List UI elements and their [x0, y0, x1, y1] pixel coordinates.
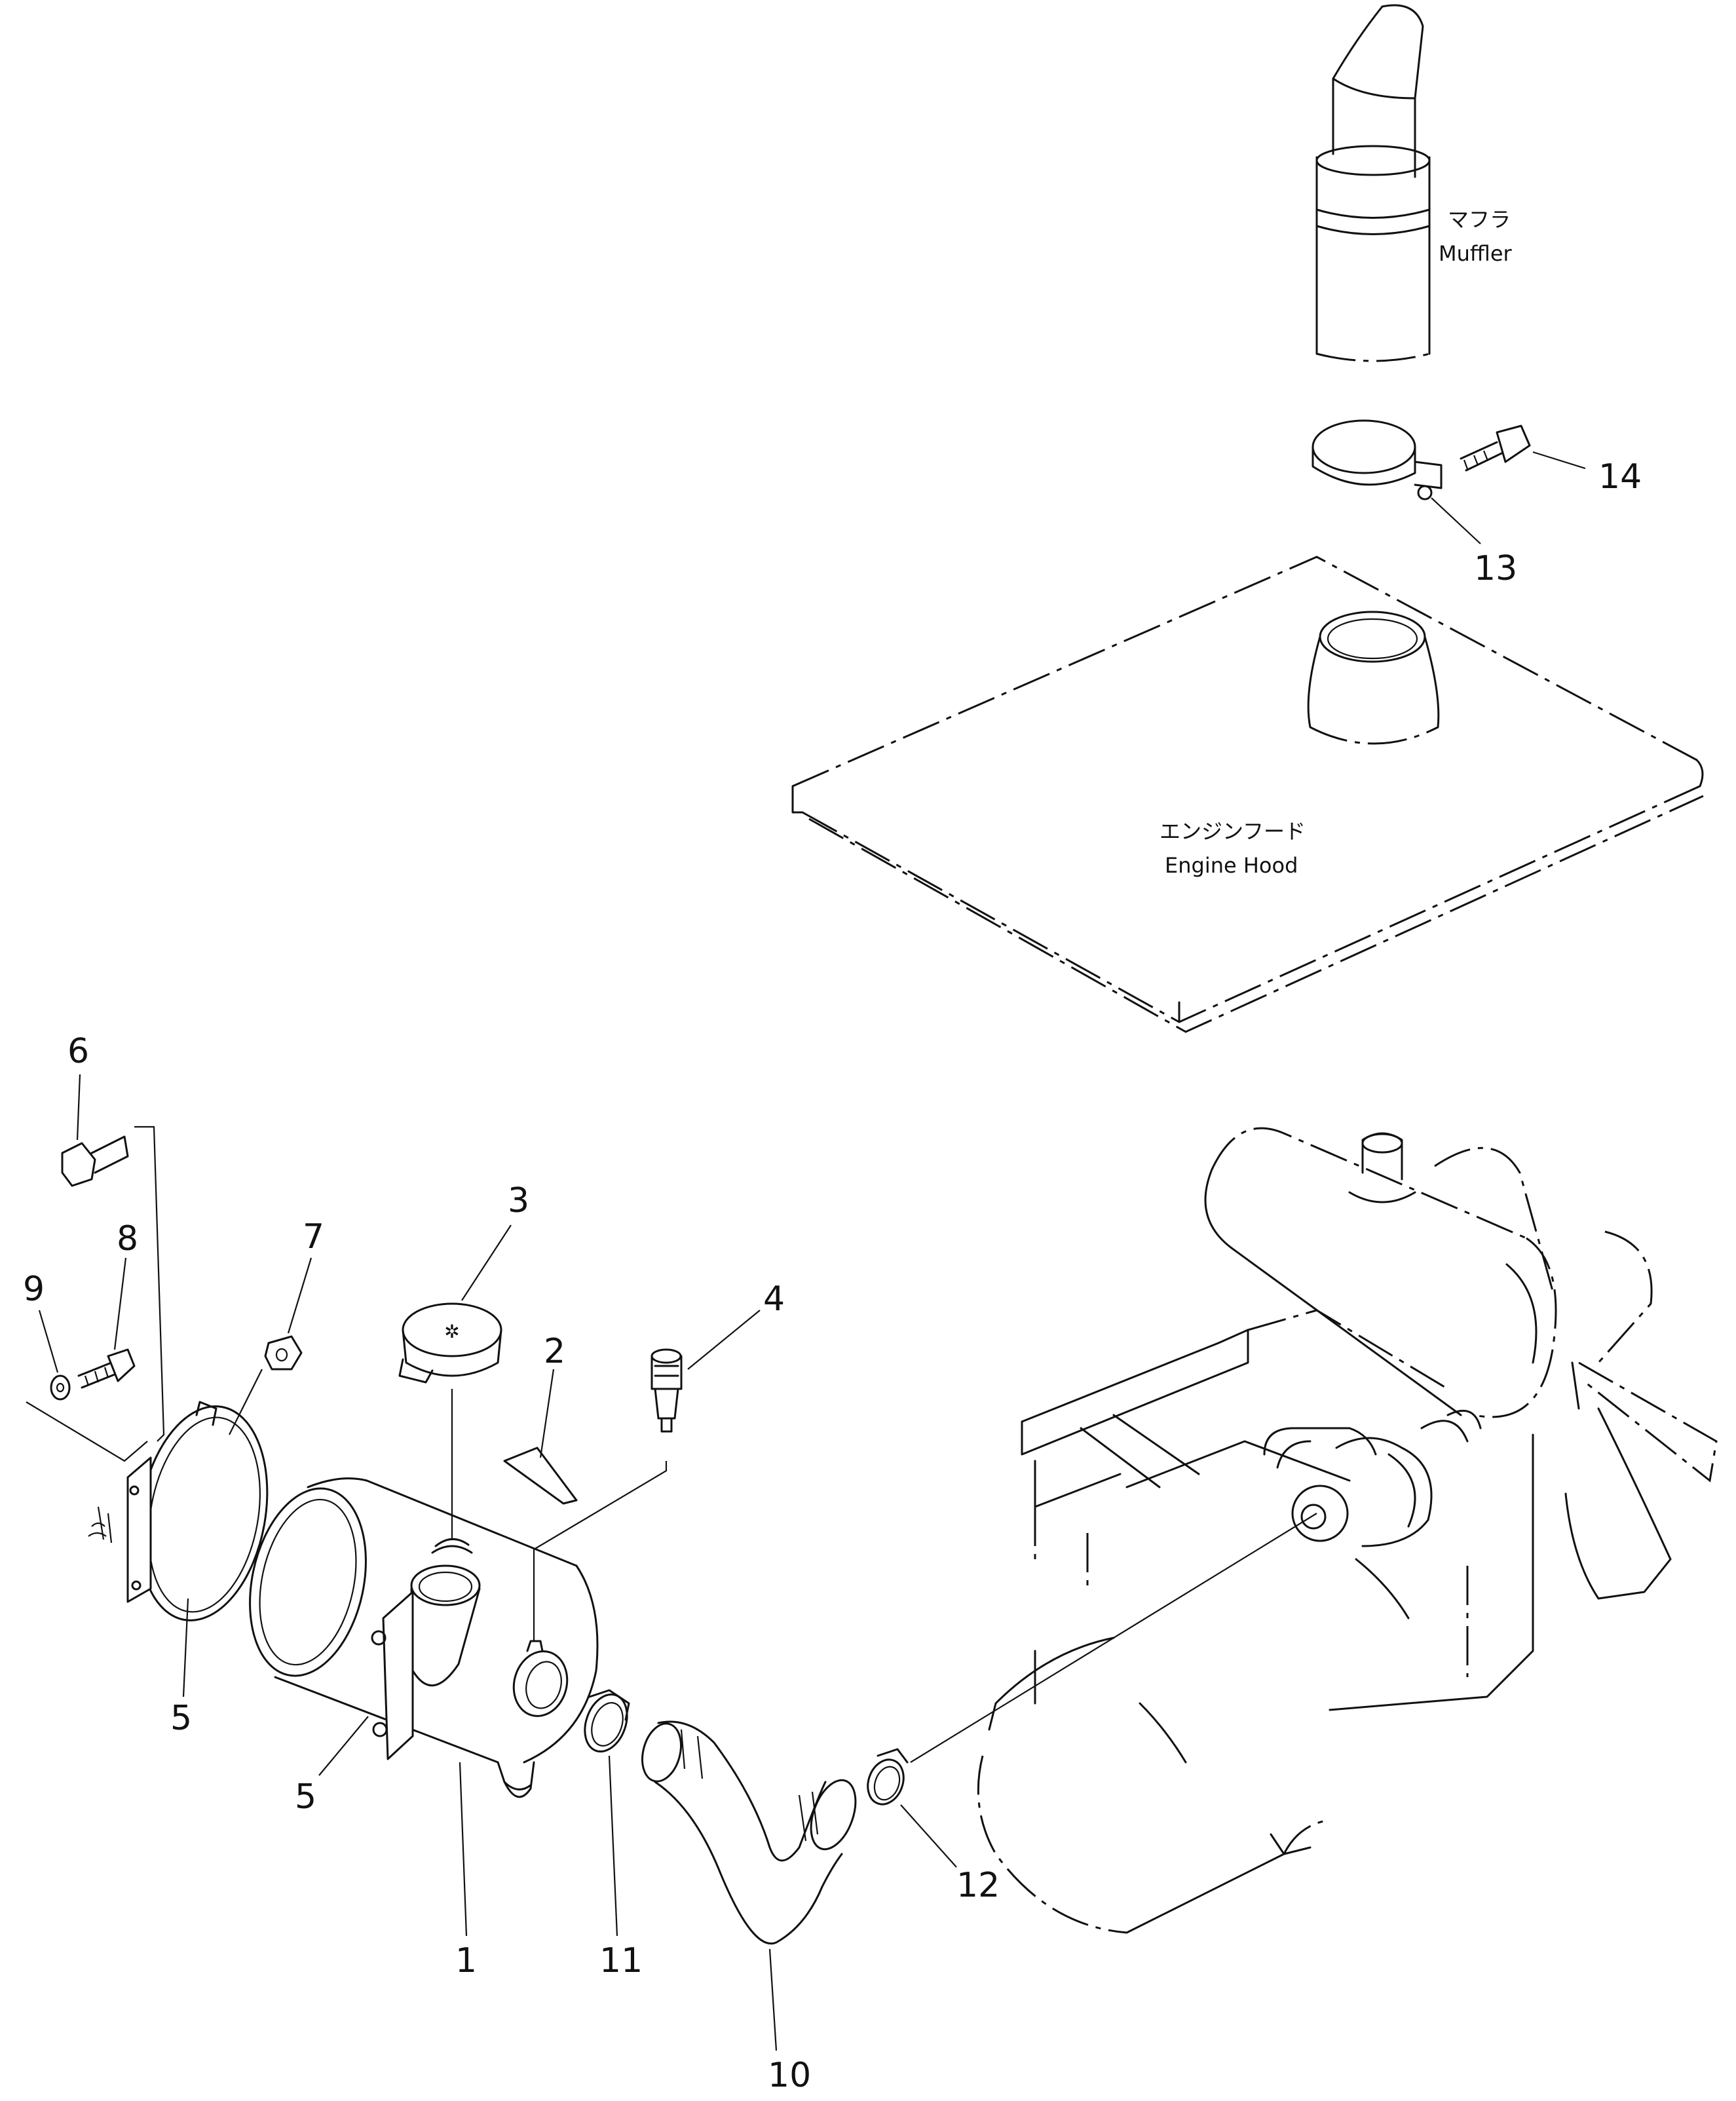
- callout-14: 14: [1598, 457, 1642, 497]
- callout-5b: 5: [295, 1777, 316, 1817]
- callout-2: 2: [544, 1332, 565, 1371]
- hood-label-en: Engine Hood: [1165, 853, 1298, 878]
- air-cleaner: [249, 1477, 599, 1798]
- muffler-clamp: [1311, 419, 1443, 501]
- intake-hose: [641, 1720, 857, 1945]
- hood-label-jp: エンジンフード: [1160, 819, 1306, 844]
- nut-7: [264, 1335, 303, 1371]
- mounting-band: [88, 1401, 269, 1621]
- callout-6: 6: [67, 1032, 89, 1071]
- bolt-8: [77, 1348, 136, 1389]
- snowflake-icon: ✲: [444, 1321, 459, 1342]
- callout-1: 1: [455, 1941, 477, 1980]
- pin-2: [503, 1447, 578, 1505]
- callout-9: 9: [23, 1270, 45, 1309]
- engine-hood: [791, 556, 1704, 1033]
- callout-3: 3: [508, 1181, 529, 1221]
- callout-12: 12: [956, 1866, 1000, 1905]
- rain-cap: ✲: [398, 1302, 502, 1384]
- callout-8: 8: [117, 1219, 138, 1259]
- dust-indicator: [651, 1348, 683, 1433]
- muffler-clamp-bolt: [1460, 425, 1531, 472]
- callout-11: 11: [599, 1941, 643, 1980]
- callout-10: 10: [768, 2056, 811, 2095]
- engine-block: [910, 1127, 1718, 1934]
- muffler: [1315, 4, 1431, 362]
- washer-9: [50, 1374, 71, 1401]
- cooling-fan: [1434, 1146, 1718, 1600]
- callout-5a: 5: [170, 1699, 192, 1738]
- turbocharger: [1263, 1409, 1482, 1547]
- callout-4: 4: [763, 1279, 785, 1319]
- muffler-label-jp: マフラ: [1448, 207, 1511, 232]
- callout-13: 13: [1474, 549, 1517, 588]
- hose-clamp-12: [867, 1748, 909, 1806]
- muffler-label-en: Muffler: [1439, 241, 1513, 266]
- bolt-6: [61, 1135, 129, 1187]
- hose-clamp-11: [584, 1689, 630, 1753]
- callout-7: 7: [303, 1217, 324, 1257]
